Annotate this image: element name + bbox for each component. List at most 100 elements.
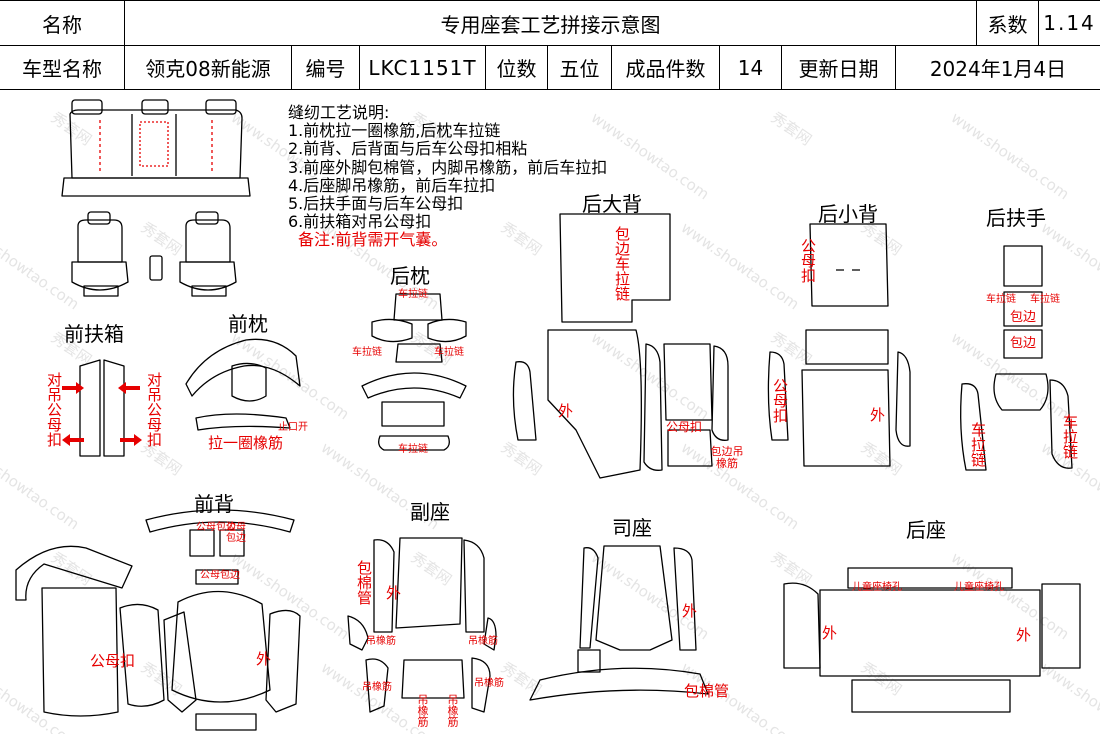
watermark-text: www.showtao.com — [948, 549, 1073, 644]
annotation-hang-elastic: 吊橡筋 — [446, 694, 459, 727]
annotation-hang-elastic: 吊橡筋 — [366, 636, 396, 647]
code-value: LKC1151T — [360, 46, 486, 89]
front-armbox-arrows — [62, 382, 142, 446]
model-value: 领克08新能源 — [125, 46, 292, 89]
watermark-text: www.showtao.com — [0, 659, 83, 734]
annotation-outer: 外 — [386, 584, 402, 602]
annotation-outer: 外 — [682, 602, 698, 620]
section-title-passenger-seat: 副座 — [410, 500, 450, 524]
watermark-text: www.showtao.com — [228, 549, 353, 644]
annotation-hang-elastic: 吊橡筋 — [474, 678, 504, 689]
annotation-snap-binding: 公母包边 — [200, 570, 240, 581]
seats-label: 位数 — [486, 46, 548, 89]
note-item: 1.前枕拉一圈橡筋,后枕车拉链 — [288, 121, 501, 141]
annotation-zipper: 车拉链 — [1030, 294, 1060, 305]
date-label: 更新日期 — [782, 46, 896, 89]
coefficient-value: 1.14 — [1043, 11, 1096, 35]
watermark-text: 秀套网 — [498, 659, 545, 700]
annotation-hang-snap-right: 对吊公母扣 — [145, 372, 163, 447]
annotation-zipper: 车拉链 — [969, 422, 987, 467]
rear-armrest-pieces — [960, 245, 1073, 471]
annotation-hang-snap-left: 对吊公母扣 — [45, 372, 63, 447]
watermark-text: 秀套网 — [138, 219, 185, 260]
annotation-child-seat: 儿童座椅孔 — [852, 582, 902, 593]
document-title: 专用座套工艺拼接示意图 — [125, 1, 977, 45]
annotation-zipper: 车拉链 — [352, 347, 382, 358]
section-title-rear-seat: 后座 — [906, 518, 946, 542]
section-title-rear-small-back: 后小背 — [818, 202, 878, 226]
annotation-zipper: 车拉链 — [398, 444, 428, 455]
annotation-zipper: 车拉链 — [434, 347, 464, 358]
annotation-hang-elastic: 吊橡筋 — [362, 682, 392, 693]
watermark-text: 秀套网 — [768, 329, 815, 370]
notes-remark: 备注:前背需开气囊。 — [298, 230, 448, 250]
annotation-snap: 公母扣 — [90, 652, 136, 670]
watermark-text: www.showtao.com — [0, 219, 83, 314]
annotation-snap-binding: 公母包边 — [226, 522, 246, 544]
notes-heading: 缝纫工艺说明: — [288, 103, 390, 122]
annotation-outer: 外 — [1016, 626, 1032, 644]
front-headrest-pieces — [185, 338, 301, 431]
section-title-rear-headrest: 后枕 — [390, 264, 430, 288]
watermark-text: 秀套网 — [408, 549, 455, 590]
annotation-snap: 公母扣 — [771, 378, 789, 423]
driver-seat-pieces — [529, 545, 709, 701]
annotation-opening: 止口开 — [278, 422, 308, 433]
annotation-hang-elastic: 吊橡筋 — [468, 636, 498, 647]
rear-big-back-pieces — [512, 213, 729, 479]
watermark-text: www.showtao.com — [678, 219, 803, 314]
model-label: 车型名称 — [0, 46, 125, 89]
section-title-rear-armrest: 后扶手 — [986, 206, 1046, 230]
annotation-binding-elastic: 包边吊橡筋 — [710, 445, 744, 470]
annotation-cotton-tube: 包棉管 — [355, 560, 373, 605]
rear-headrest-pieces — [361, 293, 467, 451]
seats-value: 五位 — [548, 46, 612, 89]
sewing-notes: 缝纫工艺说明: 1.前枕拉一圈橡筋,后枕车拉链 2.前背、后背面与后车公母扣相粘… — [288, 103, 608, 250]
note-item: 6.前扶箱对吊公母扣 — [288, 212, 432, 232]
section-title-front-headrest: 前枕 — [228, 312, 268, 336]
rear-small-back-pieces — [767, 223, 911, 467]
watermark-text: 秀套网 — [768, 109, 815, 150]
annotation-hang-elastic: 吊橡筋 — [416, 694, 429, 727]
section-title-rear-big-back: 后大背 — [582, 192, 642, 216]
name-label: 名称 — [0, 1, 125, 45]
note-item: 4.后座脚吊橡筋，前后车拉扣 — [288, 175, 496, 195]
front-back-pieces — [15, 509, 301, 731]
annotation-zipper: 车拉链 — [986, 294, 1016, 305]
section-title-front-back: 前背 — [194, 492, 234, 516]
section-title-driver-seat: 司座 — [612, 516, 652, 540]
annotation-binding: 包边 — [1010, 310, 1037, 325]
watermark-text: www.showtao.com — [588, 329, 713, 424]
annotation-child-seat: 儿童座椅孔 — [954, 582, 1004, 593]
passenger-seat-pieces — [347, 537, 497, 713]
watermark-text: www.showtao.com — [948, 109, 1073, 204]
note-item: 2.前背、后背面与后车公母扣相粘 — [288, 139, 528, 159]
rear-seat-pieces — [783, 567, 1081, 713]
annotation-binding: 包边 — [1010, 336, 1037, 351]
watermark-text: 秀套网 — [498, 439, 545, 480]
annotation-outer: 外 — [870, 406, 886, 424]
annotation-elastic-loop: 拉一圈橡筋 — [208, 434, 284, 452]
section-title-front-armbox: 前扶箱 — [64, 322, 124, 346]
thumbnail-rear-bench — [61, 99, 251, 197]
note-item: 3.前座外脚包棉管，内脚吊橡筋，前后车拉扣 — [288, 157, 608, 177]
annotation-zipper: 车拉链 — [398, 289, 428, 300]
date-value: 2024年1月4日 — [929, 57, 1067, 81]
annotation-outer: 外 — [256, 650, 272, 668]
annotation-outer: 外 — [822, 624, 838, 642]
annotation-snap-binding: 公母包边 — [196, 522, 236, 533]
pieces-label: 成品件数 — [612, 46, 720, 89]
code-label: 编号 — [292, 46, 360, 89]
thumbnail-front-seats — [71, 211, 237, 297]
note-item: 5.后扶手面与后车公母扣 — [288, 194, 464, 214]
annotation-cotton-tube: 包棉管 — [684, 682, 730, 700]
watermark-text: www.showtao.com — [1038, 659, 1100, 734]
annotation-outer: 外 — [558, 402, 574, 420]
watermark-text: 秀套网 — [858, 439, 905, 480]
annotation-snap: 公母扣 — [666, 420, 703, 434]
watermark-text: 秀套网 — [48, 549, 95, 590]
watermark-text: www.showtao.com — [0, 439, 83, 534]
watermark-text: www.showtao.com — [228, 329, 353, 424]
annotation-snap: 公母扣 — [799, 238, 817, 283]
